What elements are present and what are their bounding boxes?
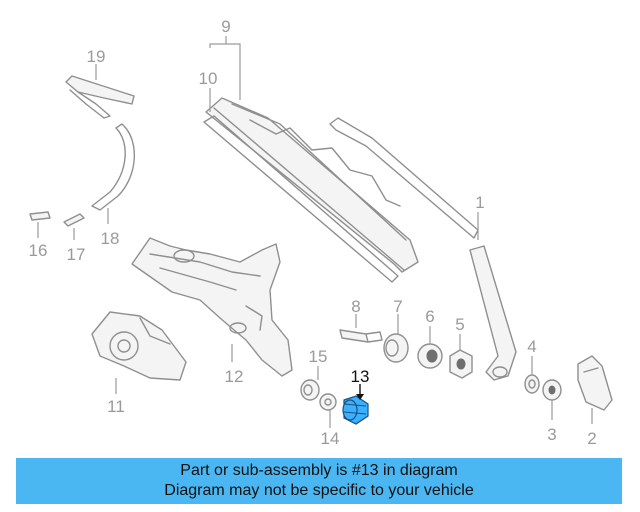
part-1-wiper-arm [329,117,517,381]
callout-8: 8 [351,297,360,316]
part-18-strip [91,123,135,211]
callout-13[interactable]: 13 [351,367,370,386]
part-9-10-wiper-blade [203,97,419,283]
leader-13-arrow [356,394,364,400]
callout-6: 6 [425,307,434,326]
callout-2: 2 [587,429,596,448]
callout-19: 19 [87,47,106,66]
part-5-nut [449,349,473,379]
part-3-nut [542,379,562,401]
callout-7: 7 [393,297,402,316]
callout-11: 11 [107,397,125,416]
banner-line-part: Part or sub-assembly is #13 in diagram [180,462,458,479]
callout-18: 18 [101,229,120,248]
callout-12: 12 [225,367,244,386]
part-15-grommet [300,379,320,401]
callout-17: 17 [67,245,86,264]
part-17-clip [63,213,85,227]
callout-14: 14 [321,429,340,448]
callout-16: 16 [29,241,48,260]
part-6-nut [417,343,443,369]
part-13-grommet-highlighted[interactable] [342,395,369,425]
parts-diagram: 1 2 3 4 5 6 7 8 9 10 11 12 13 14 15 16 1… [29,17,613,448]
part-12-linkage [131,237,293,377]
callout-10: 10 [199,69,218,88]
part-19-cap [65,75,135,119]
callout-3: 3 [547,425,556,444]
callout-15: 15 [309,347,328,366]
part-16-clip [29,211,51,221]
banner-line-disclaimer: Diagram may not be specific to your vehi… [164,482,474,499]
callout-5: 5 [455,315,464,334]
callout-4: 4 [527,337,536,356]
part-4-washer [524,374,540,394]
callout-1: 1 [475,193,484,212]
part-11-motor [91,311,187,381]
part-8-shaft [339,329,383,343]
part-2-cover [577,355,613,411]
callout-9: 9 [221,17,230,36]
info-banner: Part or sub-assembly is #13 in diagram D… [16,458,622,504]
leader-9 [209,36,241,48]
part-14-washer [319,393,337,411]
part-7-bushing [383,333,409,363]
